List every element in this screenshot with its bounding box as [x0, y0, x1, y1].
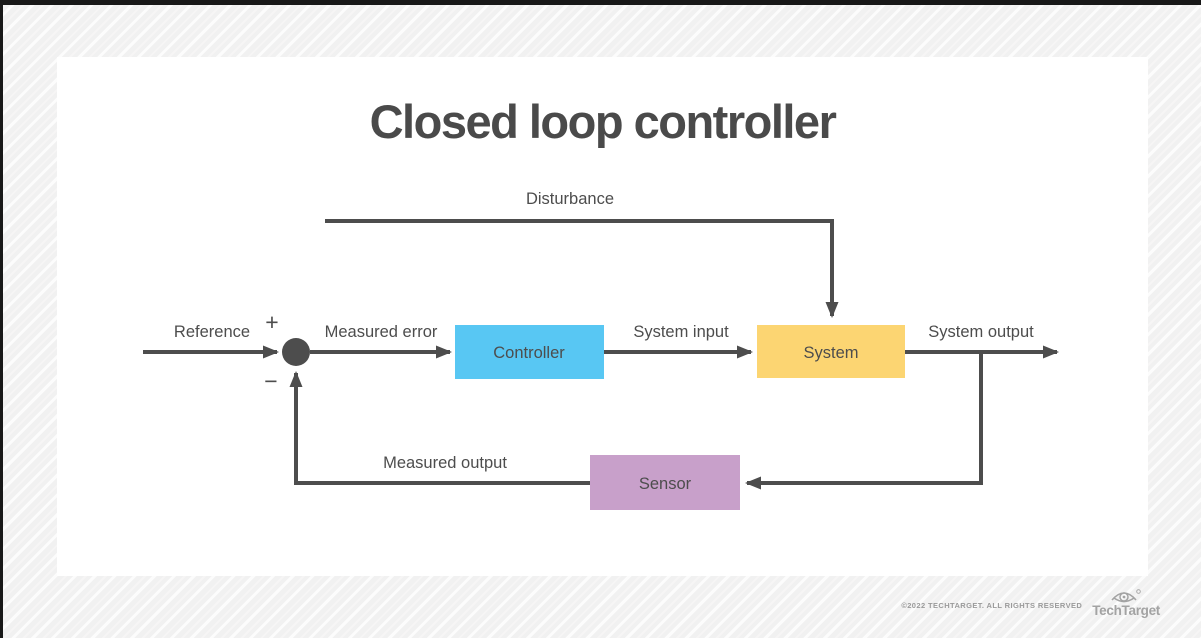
summing-junction — [282, 338, 310, 366]
disturbance-arrow — [325, 219, 839, 318]
page-title: Closed loop controller — [369, 95, 837, 148]
reference-label: Reference — [174, 323, 250, 341]
frame-top-border — [0, 0, 1201, 5]
sensor-label: Sensor — [639, 475, 692, 493]
techtarget-eye-icon — [1111, 589, 1141, 603]
controller-box — [455, 325, 604, 379]
feedback-to-sensor-arrow — [745, 352, 983, 490]
plus-sign: + — [265, 309, 278, 335]
minus-sign: − — [264, 368, 277, 394]
sensor-box — [590, 455, 740, 510]
disturbance-label: Disturbance — [526, 190, 614, 208]
controller-label: Controller — [493, 344, 565, 362]
sensor-to-junction-arrow — [289, 371, 590, 485]
measured-error-label: Measured error — [325, 323, 438, 341]
system-input-label: System input — [633, 323, 729, 341]
techtarget-logo: TechTarget — [1092, 588, 1160, 618]
measured-output-label: Measured output — [383, 454, 507, 472]
frame-left-border — [0, 0, 3, 638]
system-box — [757, 325, 905, 378]
system-label: System — [803, 344, 858, 362]
techtarget-wordmark: TechTarget — [1092, 603, 1160, 618]
system-output-label: System output — [928, 323, 1034, 341]
copyright-text: ©2022 TECHTARGET. ALL RIGHTS RESERVED — [901, 600, 1083, 610]
footer: ©2022 TECHTARGET. ALL RIGHTS RESERVED Te… — [901, 588, 1160, 618]
